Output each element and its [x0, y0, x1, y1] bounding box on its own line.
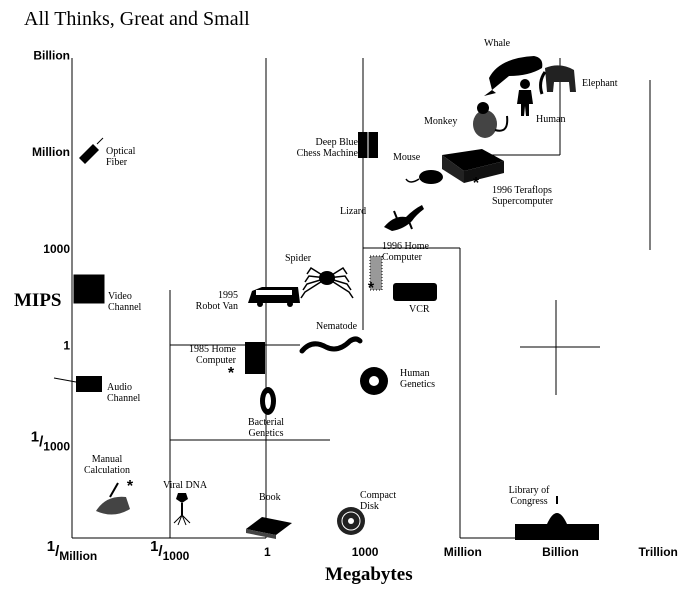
y-tick-label: 1/1000 — [31, 428, 71, 453]
x-axis-title: Megabytes — [325, 564, 413, 585]
data-point: Mouse — [393, 152, 443, 184]
asterisk-marker: * — [228, 365, 235, 382]
x-tick-label: 1000 — [352, 545, 379, 559]
book-icon — [246, 517, 292, 539]
mouse-icon — [405, 170, 443, 184]
y-tick-label: 1000 — [43, 242, 70, 256]
asterisk-marker: * — [473, 175, 480, 192]
audio-channel-icon — [53, 376, 102, 392]
lizard-icon — [384, 205, 424, 231]
data-point: Monkey — [424, 102, 509, 138]
data-point: Viral DNA — [163, 480, 208, 526]
chart-title: All Thinks, Great and Small — [24, 8, 250, 30]
whale-icon — [484, 56, 543, 96]
home-computer-icon — [369, 255, 383, 291]
manual-calculation-icon — [96, 482, 130, 515]
elephant-icon — [539, 65, 576, 95]
data-point: Elephant — [539, 65, 618, 95]
x-axis-ticks: 1/Million 1/1000 1 1000 Million Billion Trilli… — [47, 538, 678, 563]
monkey-icon — [473, 102, 509, 138]
data-point: Human — [517, 79, 565, 125]
asterisk-marker: * — [127, 478, 134, 495]
y-tick-label: 1 — [63, 339, 70, 353]
point-label: Mouse — [393, 152, 421, 163]
point-label: Monkey — [424, 116, 457, 127]
library-of-congress-icon — [515, 496, 599, 540]
point-label: Book — [259, 492, 281, 503]
x-tick-label: 1 — [264, 545, 271, 559]
grid — [71, 58, 651, 539]
chess-machine-icon — [358, 132, 378, 158]
viral-dna-icon — [173, 493, 191, 526]
y-axis-title: MIPS — [14, 290, 62, 311]
video-channel-icon — [73, 274, 105, 304]
x-tick-label: Million — [444, 545, 482, 559]
point-label: Lizard — [340, 206, 366, 217]
y-tick-label: Million — [32, 145, 70, 159]
point-label: Spider — [285, 253, 312, 264]
human-genetics-icon — [360, 367, 388, 395]
point-label: VCR — [409, 304, 430, 315]
x-tick-label: 1/Million — [47, 538, 98, 563]
data-point: Spider — [285, 253, 354, 299]
nematode-icon — [299, 336, 363, 354]
data-point: Whale — [484, 38, 543, 96]
data-point: VCR — [393, 283, 437, 315]
robot-van-icon — [248, 287, 300, 307]
point-label: Nematode — [316, 321, 358, 332]
point-label: Human — [536, 114, 565, 125]
point-label: Whale — [484, 38, 511, 49]
bacterial-genetics-icon — [260, 387, 276, 415]
supercomputer-icon — [442, 149, 504, 183]
x-tick-label: 1/1000 — [150, 538, 190, 563]
x-tick-label: Trillion — [639, 545, 678, 559]
x-tick-label: Billion — [542, 545, 579, 559]
optical-fiber-icon — [79, 137, 104, 164]
data-point: Nematode — [299, 321, 363, 354]
data-point: Lizard — [340, 205, 424, 231]
y-tick-label: Billion — [33, 49, 70, 63]
vcr-icon — [393, 283, 437, 301]
point-label: Elephant — [582, 78, 618, 89]
home-computer-1985-icon — [245, 342, 265, 374]
point-label: Viral DNA — [163, 480, 208, 491]
human-icon — [517, 79, 533, 116]
compact-disk-icon — [337, 507, 365, 535]
asterisk-marker: * — [368, 280, 375, 297]
spider-icon — [300, 266, 354, 299]
data-point: Book — [246, 492, 292, 539]
